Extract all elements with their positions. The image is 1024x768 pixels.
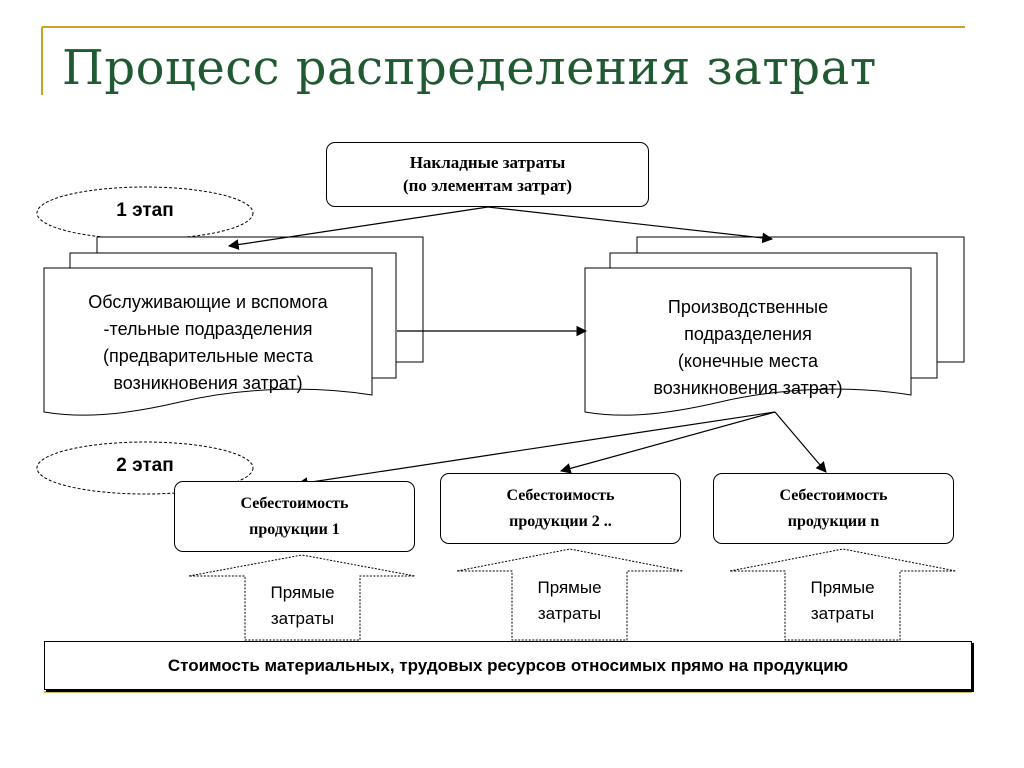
product-2-box: Себестоимость продукции 2 .. bbox=[440, 473, 681, 544]
product-1-line2: продукции 1 bbox=[249, 520, 340, 538]
arrow-overhead-to-production bbox=[487, 206, 774, 244]
product-1-box: Себестоимость продукции 1 bbox=[174, 481, 415, 552]
bottom-bar-text: Стоимость материальных, трудовых ресурсо… bbox=[167, 655, 849, 675]
service-line3: (предварительные места bbox=[103, 346, 313, 366]
production-units-stack bbox=[584, 236, 965, 416]
direct-costs-label-1: Прямые затраты bbox=[245, 580, 360, 632]
production-units-text: Производственные подразделения (конечные… bbox=[585, 294, 911, 402]
page-title: Процесс распределения затрат bbox=[62, 40, 877, 96]
arrow-to-product-1 bbox=[296, 411, 776, 488]
service-units-text: Обслуживающие и вспомога -тельные подраз… bbox=[44, 289, 372, 397]
direct-costs-3-line1: Прямые bbox=[810, 578, 875, 597]
production-line1: Производственные bbox=[667, 297, 829, 317]
direct-costs-2-line1: Прямые bbox=[537, 578, 602, 597]
direct-costs-label-2: Прямые затраты bbox=[512, 575, 627, 627]
overhead-line1: Накладные затраты bbox=[409, 152, 566, 172]
product-n-line1: Себестоимость bbox=[779, 486, 888, 504]
direct-costs-3-line2: затраты bbox=[810, 604, 875, 623]
direct-costs-arrow-1 bbox=[188, 554, 416, 641]
production-line4: возникновения затрат) bbox=[653, 378, 843, 398]
service-line1: Обслуживающие и вспомога bbox=[88, 292, 328, 312]
arrow-to-product-2 bbox=[559, 411, 776, 474]
bottom-resources-bar: Стоимость материальных, трудовых ресурсо… bbox=[44, 641, 972, 690]
direct-costs-1-line2: затраты bbox=[270, 609, 335, 628]
service-line4: возникновения затрат) bbox=[113, 373, 303, 393]
product-2-line1: Себестоимость bbox=[506, 486, 615, 504]
service-line2: -тельные подразделения bbox=[103, 319, 313, 339]
production-line3: (конечные места bbox=[677, 351, 819, 371]
direct-costs-label-3: Прямые затраты bbox=[785, 575, 900, 627]
product-2-line2: продукции 2 .. bbox=[509, 512, 612, 530]
stage2-label: 2 этап bbox=[116, 455, 174, 476]
direct-costs-1-line1: Прямые bbox=[270, 583, 335, 602]
service-units-stack bbox=[43, 236, 424, 416]
direct-costs-arrow-3 bbox=[729, 548, 957, 641]
production-line2: подразделения bbox=[684, 324, 812, 344]
product-n-line2: продукции n bbox=[787, 512, 880, 530]
direct-costs-arrow-2 bbox=[456, 548, 684, 641]
overhead-costs-box: Накладные затраты (по элементам затрат) bbox=[326, 142, 649, 207]
direct-costs-2-line2: затраты bbox=[537, 604, 602, 623]
arrow-overhead-to-service bbox=[227, 206, 489, 250]
arrow-to-product-n bbox=[774, 411, 827, 473]
product-1-line1: Себестоимость bbox=[240, 494, 349, 512]
stage1-label: 1 этап bbox=[116, 200, 174, 221]
overhead-line2: (по элементам затрат) bbox=[402, 175, 573, 195]
product-n-box: Себестоимость продукции n bbox=[713, 473, 954, 544]
